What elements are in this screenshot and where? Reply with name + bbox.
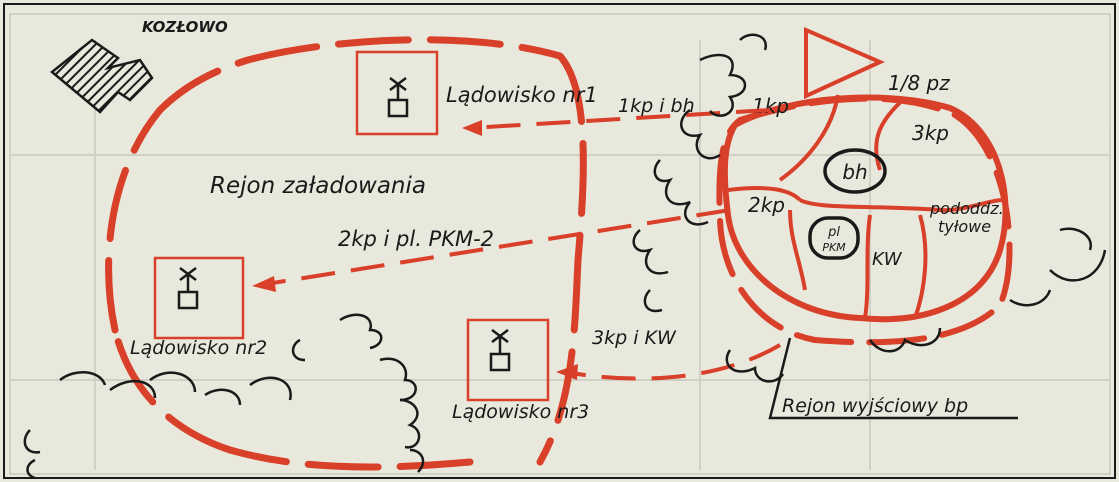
exit-zone-label: Rejon wyjściowy bp [782, 395, 968, 417]
unit-pl-marker [808, 216, 860, 260]
vegetation-symbols [23, 33, 1107, 480]
unit-kp1-label: 1kp [752, 94, 789, 118]
village-label: KOZŁOWO [142, 18, 228, 36]
landing-site-3 [466, 318, 550, 402]
loading-zone-boundary [105, 36, 587, 471]
unit-pl-label-line2: PKM [822, 241, 846, 254]
village-icon [50, 38, 154, 114]
exit-zone-subdivisions [727, 94, 1003, 319]
loading-zone-label: Rejon załadowania [210, 173, 426, 199]
route-2-arrowhead [252, 276, 276, 292]
route-1-label: 1kp i bh [618, 95, 695, 117]
unit-kp2-label: 2kp [748, 193, 785, 217]
unit-support-label-line1: pododdz. [929, 199, 1004, 218]
route-2-line [259, 208, 731, 287]
exit-zone-pointer [768, 337, 1018, 420]
route-3-line [564, 343, 782, 381]
route-1-line [469, 108, 771, 130]
unit-kp3-label: 3kp [912, 121, 949, 145]
unit-support-label-line2: tyłowe [938, 217, 991, 236]
route-2-label: 2kp i pl. PKM-2 [338, 227, 494, 251]
helipad-icon [177, 267, 199, 310]
unit-bh-marker [823, 148, 887, 194]
diagram-frame [3, 3, 1116, 479]
landing-site-1 [355, 50, 439, 136]
landing-site-2-label: Lądowisko nr2 [130, 337, 267, 359]
route-arrows [259, 108, 782, 381]
route-3-label: 3kp i KW [592, 327, 677, 349]
route-1-arrowhead [462, 120, 482, 136]
landing-site-3-label: Lądowisko nr3 [452, 401, 589, 423]
helipad-icon [489, 329, 511, 372]
helipad-icon [387, 77, 409, 118]
unit-flag-label: 1/8 pz [888, 71, 950, 95]
background-table [9, 13, 1111, 475]
landing-site-1-label: Lądowisko nr1 [446, 83, 598, 107]
unit-pl-label-line1: pl [827, 225, 840, 240]
unit-kw-label: KW [872, 249, 903, 270]
landing-site-2 [153, 256, 245, 340]
route-arrowheads [252, 120, 578, 380]
route-3-arrowhead [556, 364, 578, 380]
unit-bh-label: bh [842, 160, 867, 184]
flag-icon [804, 26, 885, 100]
